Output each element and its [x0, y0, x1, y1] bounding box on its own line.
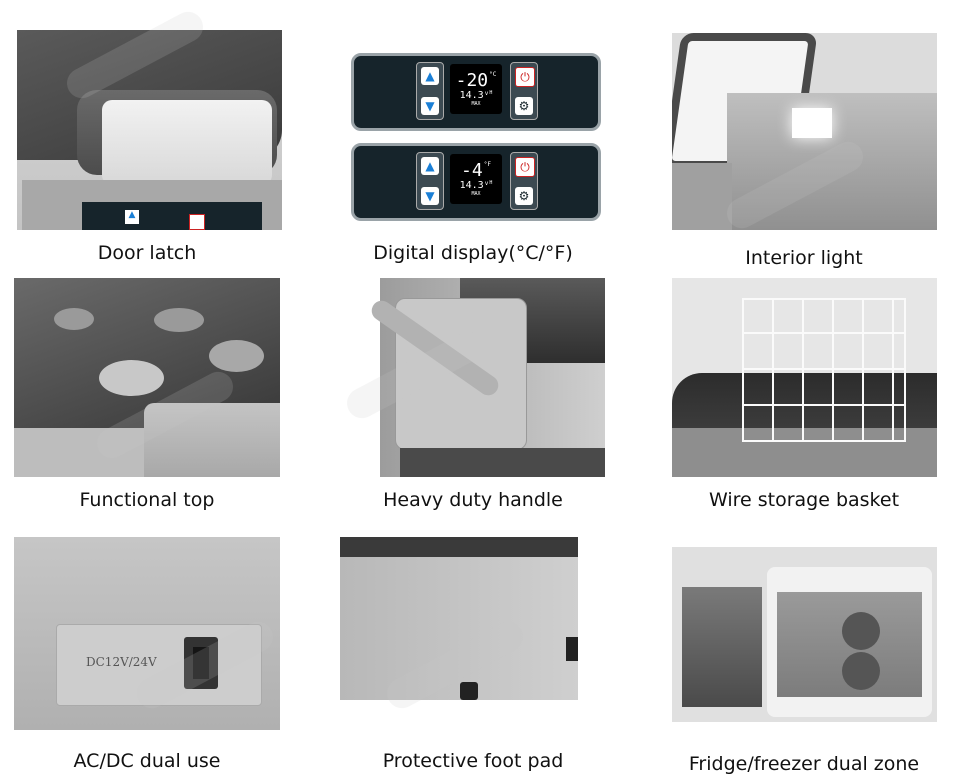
- acdc-panel-image: DC12V/24V: [14, 537, 280, 730]
- down-button[interactable]: ▼: [421, 97, 439, 115]
- feature-label-handle: Heavy duty handle: [383, 489, 563, 511]
- voltage-label: DC12V/24V: [86, 655, 157, 669]
- mode: MAX: [471, 101, 481, 107]
- temperature: -20: [455, 70, 489, 91]
- temperature: -4: [461, 160, 483, 181]
- power-switch[interactable]: [184, 637, 218, 689]
- feature-label-dual-zone: Fridge/freezer dual zone: [688, 753, 920, 775]
- down-button[interactable]: ▼: [421, 187, 439, 205]
- settings-button[interactable]: ⚙: [515, 187, 533, 205]
- feature-label-interior-light: Interior light: [745, 247, 863, 269]
- feature-label-acdc: AC/DC dual use: [73, 750, 221, 772]
- temperature-unit: °C: [489, 71, 497, 78]
- functional-top-image: [14, 278, 280, 477]
- settings-button[interactable]: ⚙: [515, 97, 533, 115]
- power-button[interactable]: ⏻: [515, 157, 535, 177]
- feature-label-door-latch: Door latch: [97, 242, 197, 264]
- h-indicator: H: [489, 90, 493, 96]
- mode: MAX: [471, 191, 481, 197]
- wire-basket-image: [672, 278, 937, 477]
- up-button[interactable]: ▲: [421, 67, 439, 85]
- h-indicator: H: [489, 180, 493, 186]
- power-icon: [189, 214, 205, 230]
- up-arrow-icon: ▲: [125, 210, 139, 224]
- voltage-unit: v: [484, 180, 489, 187]
- power-button[interactable]: ⏻: [515, 67, 535, 87]
- up-button[interactable]: ▲: [421, 157, 439, 175]
- voltage: 14.3: [459, 90, 484, 101]
- feature-label-functional-top: Functional top: [79, 489, 215, 511]
- voltage-unit: v: [484, 90, 489, 97]
- interior-light-image: [672, 33, 937, 230]
- foot-pad-image: [340, 537, 578, 700]
- feature-label-foot-pad: Protective foot pad: [382, 750, 564, 772]
- dual-zone-image: [672, 547, 937, 722]
- feature-label-digital-display: Digital display(°C/°F): [373, 242, 573, 264]
- temperature-unit: °F: [483, 161, 491, 168]
- heavy-duty-handle-image: [340, 278, 605, 477]
- voltage: 14.3: [459, 180, 484, 191]
- feature-label-wire-basket: Wire storage basket: [708, 489, 900, 511]
- door-latch-image: ▲: [17, 30, 282, 230]
